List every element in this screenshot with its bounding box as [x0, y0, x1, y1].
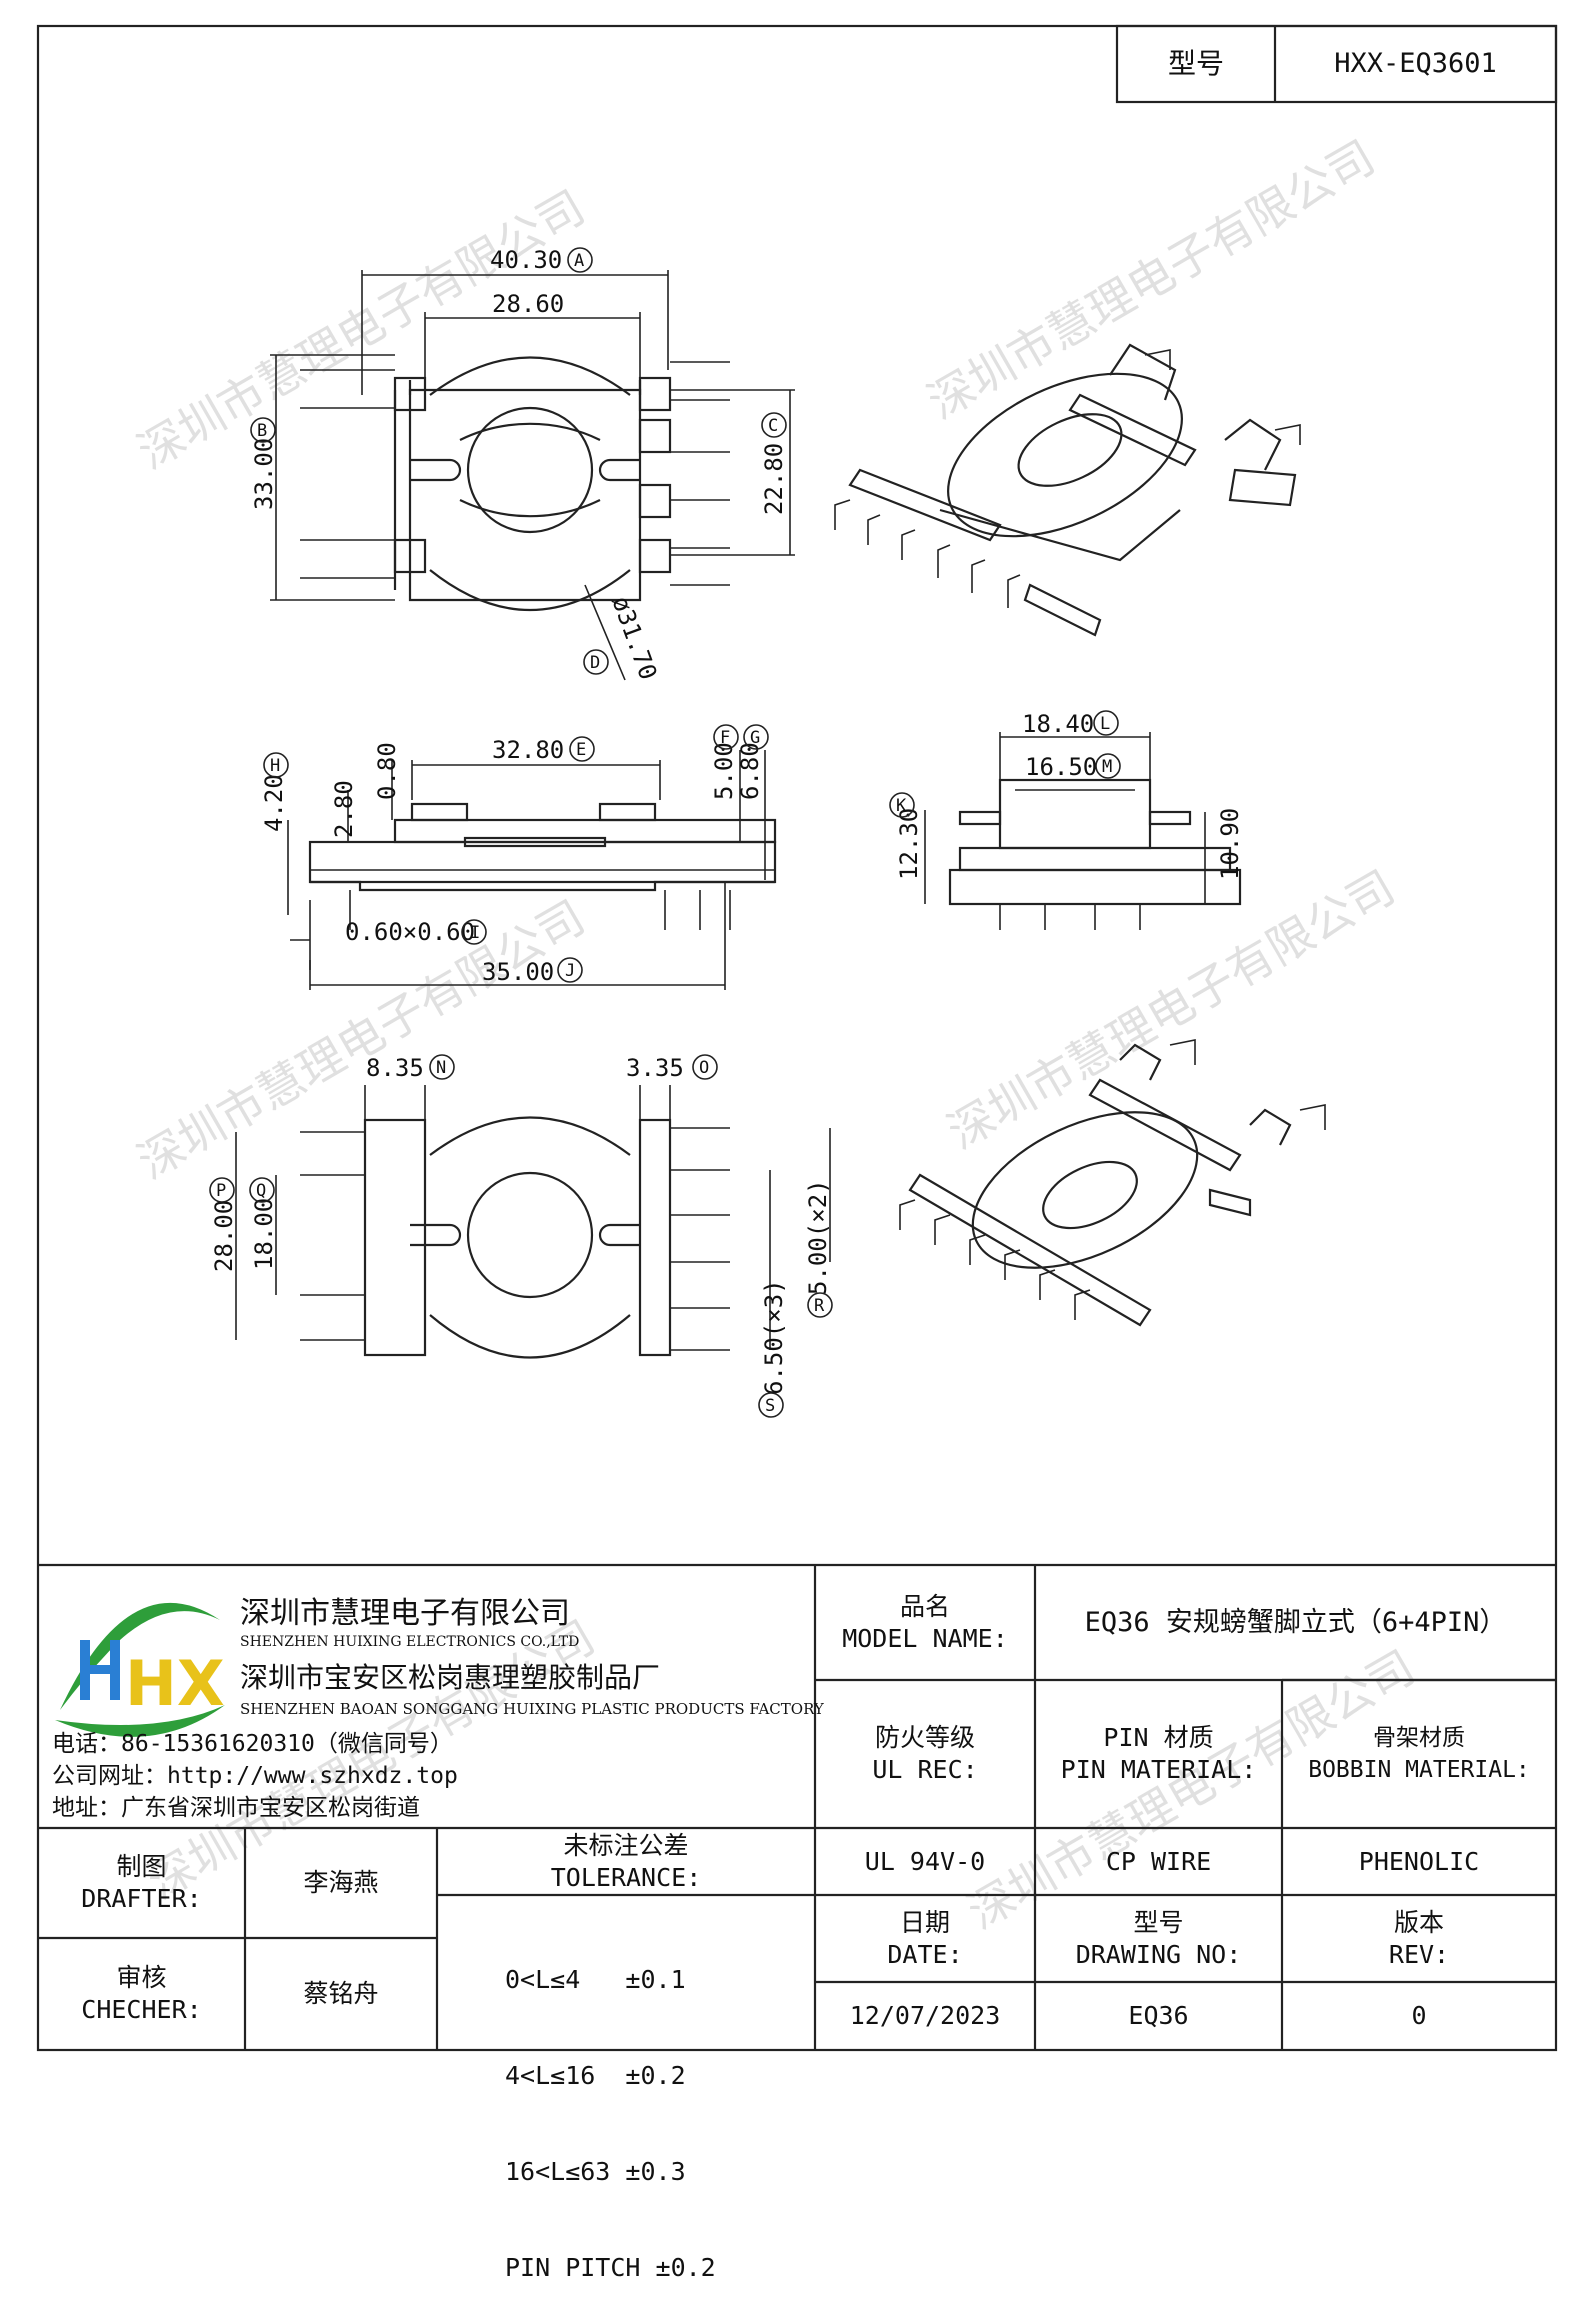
factory-name-cn: 深圳市宝安区松岗惠理塑胶制品厂: [240, 1661, 661, 1694]
dim-F-value: 5.00: [710, 742, 738, 800]
dim-D-tag: D: [590, 653, 600, 673]
company-name-en: SHENZHEN HUIXING ELECTRONICS CO.,LTD: [240, 1634, 580, 1650]
dim-D-value: ø31.70: [606, 592, 662, 683]
tolerance-line: 0<L≤4 ±0.1: [505, 1965, 686, 1994]
dim-P-value: 28.00: [210, 1200, 238, 1272]
tolerance-line: PIN PITCH ±0.2: [505, 2253, 716, 2282]
dim-M-tag: M: [1102, 757, 1112, 777]
dim-K-tag: K: [896, 796, 907, 816]
company-phone: 电话：86-15361620310（微信同号）: [52, 1731, 453, 1757]
tolerance-line: 16<L≤63 ±0.3: [505, 2157, 686, 2186]
dim-C-tag: C: [768, 416, 778, 436]
dim-K-value: 12.30: [895, 808, 923, 880]
date-value: 12/07/2023: [849, 2001, 1001, 2030]
top-view: 40.30 A 28.60 33.00 B 22.80 C ø31.70 D: [250, 246, 795, 684]
model-no-label: 型号: [1167, 47, 1224, 80]
dim-S-tag: S: [765, 1396, 775, 1416]
dim-L-tag: L: [1100, 714, 1110, 734]
dim-R-value: 5.00(×2): [804, 1179, 832, 1295]
dim-H-tag: H: [270, 756, 280, 776]
dim-Q-value: 18.00: [250, 1198, 278, 1270]
dim-P-tag: P: [216, 1181, 226, 1201]
dim-L-value: 18.40: [1022, 710, 1094, 738]
dim-A-value: 40.30: [490, 246, 562, 274]
company-address: 地址：广东省深圳市宝安区松岗街道: [52, 1795, 420, 1821]
bobbin-material-value: PHENOLIC: [1358, 1846, 1480, 1876]
dim-J-value: 35.00: [482, 958, 554, 986]
dim-M-value: 16.50: [1025, 753, 1097, 781]
iso-view-bottom: [899, 1039, 1326, 1327]
drawing-no-value: EQ36: [1128, 2001, 1189, 2030]
dim-A-tag: A: [574, 251, 584, 271]
watermark-1: 深圳市慧理电子有限公司: [129, 180, 594, 480]
drawing-canvas: .ln { stroke:#222; stroke-width:2.2; fil…: [36, 24, 1558, 2052]
dim-E-tag: E: [576, 740, 586, 760]
logo-text: HX: [125, 1647, 225, 1720]
dim-E-value: 32.80: [492, 736, 564, 764]
watermark-2: 深圳市慧理电子有限公司: [919, 130, 1384, 430]
dim-Q-tag: Q: [256, 1181, 266, 1201]
company-logo: HX: [55, 1602, 225, 1737]
dim-B-value: 33.00: [250, 438, 278, 510]
dim-I-value: 0.60×0.60: [345, 918, 475, 946]
pin-material-value: CP WIRE: [1105, 1846, 1212, 1876]
drafter-name: 李海燕: [303, 1868, 379, 1897]
bottom-view: 8.35 N 3.35 O 28.00 P 18.00 Q 5.00(×2) R…: [209, 1054, 833, 1418]
rev-value: 0: [1411, 2001, 1427, 2030]
model-name-value: EQ36 安规螃蟹脚立式（6+4PIN）: [1084, 1606, 1507, 1638]
tolerance-table: 0<L≤4 ±0.1 4<L≤16 ±0.2 16<L≤63 ±0.3 PIN …: [505, 1900, 716, 2316]
drawing-sheet: .ln { stroke:#222; stroke-width:2.2; fil…: [36, 24, 1558, 2282]
dim-C-value: 22.80: [760, 443, 788, 515]
model-no-value: HXX-EQ3601: [1334, 48, 1497, 79]
dim-28-value: 28.60: [492, 290, 564, 318]
iso-view-top: [834, 343, 1301, 637]
dim-N-value: 8.35: [366, 1054, 424, 1082]
company-website: 公司网址：http://www.szhxdz.top: [52, 1763, 458, 1789]
dim-G-tag: G: [750, 728, 760, 748]
title-block-grid: [38, 24, 1558, 2050]
sheet-border: [36, 24, 1558, 2052]
dim-R-tag: R: [814, 1296, 825, 1316]
factory-name-en: SHENZHEN BAOAN SONGGANG HUIXING PLASTIC …: [240, 1700, 824, 1718]
dim-O-tag: O: [699, 1058, 709, 1078]
dim-N-tag: N: [436, 1058, 446, 1078]
dim-G-value: 6.80: [736, 742, 764, 800]
dim-I-tag: I: [470, 923, 480, 943]
dim-J-tag: J: [565, 961, 575, 981]
dim-O-value: 3.35: [626, 1054, 684, 1082]
tolerance-line: 4<L≤16 ±0.2: [505, 2061, 686, 2090]
dim-1090-value: 10.90: [1216, 808, 1244, 880]
side-view: 32.80 E 5.00 6.80 F G 4.20 H 2.80 0.80 0…: [260, 724, 777, 990]
dim-280-value: 2.80: [330, 780, 358, 838]
dim-F-tag: F: [720, 728, 730, 748]
dim-S-value: 6.50(×3): [760, 1279, 788, 1395]
ul-rec-value: UL 94V-0: [864, 1846, 986, 1876]
dim-B-tag: B: [257, 421, 267, 441]
dim-H-value: 4.20: [260, 774, 288, 832]
checker-name: 蔡铭舟: [303, 1979, 379, 2008]
dim-080-value: 0.80: [373, 742, 401, 800]
company-name-cn: 深圳市慧理电子有限公司: [240, 1596, 570, 1631]
end-view: 18.40 L 16.50 M 12.30 K 10.90: [889, 710, 1244, 930]
